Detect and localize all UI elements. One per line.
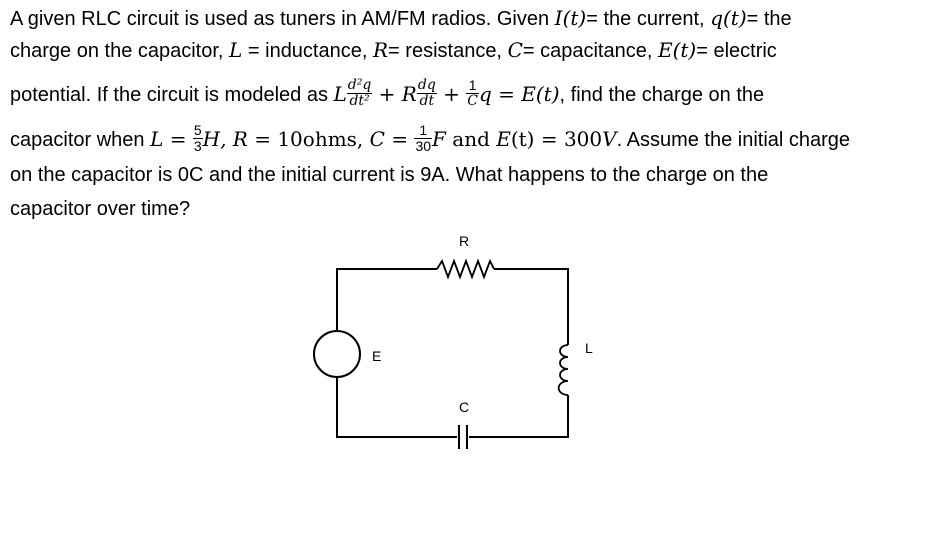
text: charge on the capacitor, <box>10 40 230 62</box>
math-e: E <box>496 126 511 151</box>
math-plus: + <box>436 81 467 106</box>
math-potential: E(t) <box>657 38 697 62</box>
math-inductance: L <box>229 38 243 62</box>
math-plus-r: + R <box>372 81 417 106</box>
inductor-icon <box>557 344 569 396</box>
fraction-denominator: dt² <box>349 93 370 109</box>
label-r: R <box>459 233 469 249</box>
text: = the current, <box>586 8 711 30</box>
wire-bottom-right <box>469 395 569 438</box>
fraction-numerator: 1 <box>466 78 479 94</box>
wire-top-right <box>494 268 569 345</box>
math-ohms: 10ohms, <box>277 126 370 151</box>
rlc-circuit-diagram: R E L C <box>313 233 593 449</box>
text: , find the charge on the <box>559 83 765 106</box>
math-equation-rhs: q = E(t) <box>479 81 560 106</box>
problem-line-6: capacitor over time? <box>10 198 191 220</box>
text: A given RLC circuit is used as tuners in… <box>10 8 555 30</box>
math-l-equals: L = <box>150 126 193 151</box>
math-farad: F <box>432 126 446 151</box>
text: = electric <box>696 40 777 62</box>
text: . Assume the initial charge <box>616 128 851 151</box>
label-c: C <box>459 399 469 415</box>
math-resistance: R <box>372 38 389 62</box>
fraction-numerator: 1 <box>414 123 433 139</box>
fraction-denominator: 30 <box>415 138 432 154</box>
math-charge: q(t) <box>710 6 747 30</box>
math-h-r: H, R = <box>202 126 278 151</box>
math-capacitance: C <box>507 38 523 62</box>
math-current: I(t) <box>554 6 587 30</box>
problem-line-3: potential. If the circuit is modeled as … <box>10 77 765 111</box>
text: = the <box>746 8 792 30</box>
math-l: L <box>333 81 347 106</box>
fraction-denominator: dt <box>419 93 435 109</box>
text: capacitor when <box>10 128 151 151</box>
fraction-denominator: C <box>467 93 478 109</box>
label-l: L <box>585 340 593 356</box>
text: = resistance, <box>388 40 508 62</box>
text: potential. If the circuit is modeled as <box>10 83 334 106</box>
math-volt: V <box>602 126 617 151</box>
fraction-numerator: d²q <box>346 77 373 94</box>
problem-line-5: on the capacitor is 0C and the initial c… <box>10 164 769 186</box>
wire-bottom-left <box>336 377 457 438</box>
problem-line-1: A given RLC circuit is used as tuners in… <box>10 6 792 31</box>
text: = inductance, <box>242 40 373 62</box>
wire-top-left <box>336 268 437 331</box>
fraction-numerator: dq <box>416 77 437 94</box>
voltage-source-icon <box>313 330 361 378</box>
problem-line-2: charge on the capacitor, L = inductance,… <box>10 38 777 63</box>
label-e: E <box>372 348 381 364</box>
fraction-denominator: 3 <box>193 138 202 154</box>
math-e-value: (t) = 300 <box>510 126 603 151</box>
resistor-icon <box>436 258 495 280</box>
math-and: and <box>445 126 497 151</box>
math-c-equals: C = <box>369 126 415 151</box>
fraction-numerator: 5 <box>192 122 203 139</box>
text: = capacitance, <box>522 40 658 62</box>
